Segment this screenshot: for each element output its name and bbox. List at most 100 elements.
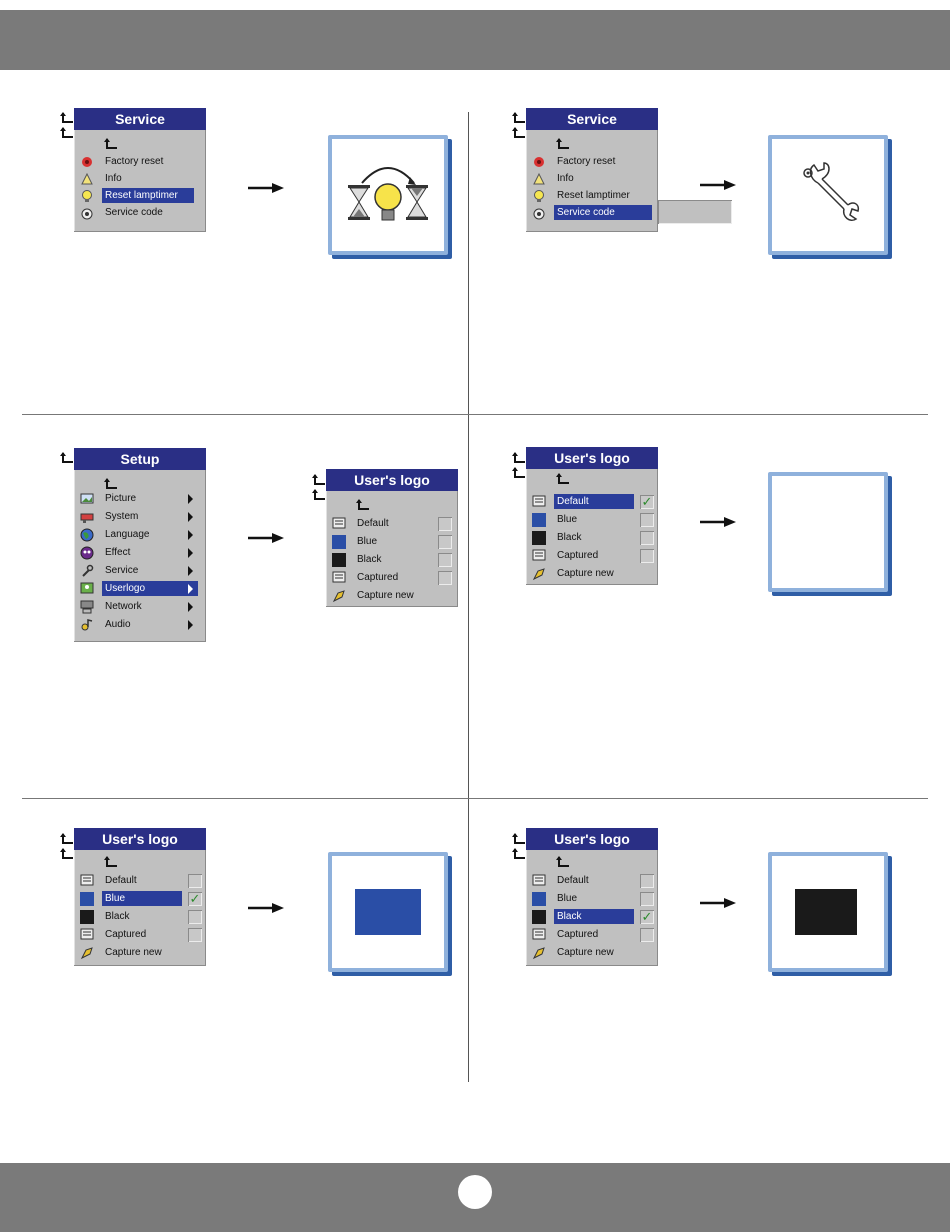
menu-item-default[interactable]: Default [326,516,458,533]
return-arrow-icon [512,112,525,123]
menu-item-blue[interactable]: Blue [526,891,658,908]
black-checkbox[interactable] [640,531,654,545]
menu-item-reset-lamptimer[interactable]: Reset lamptimer [74,188,206,205]
menu-item-blue[interactable]: Blue ✓ [74,891,206,908]
captured-checkbox[interactable] [640,928,654,942]
default-logo-icon [532,874,546,886]
info-icon [533,172,545,185]
blue-checkbox[interactable]: ✓ [188,891,202,906]
back-icon[interactable] [104,478,118,490]
default-checkbox[interactable] [188,874,202,888]
black-swatch-icon [332,553,346,567]
users-logo-menu-default: User's logo Default ✓ Blue Black Capture… [526,447,658,585]
service-code-input[interactable] [658,200,732,224]
menu-item-black[interactable]: Black [326,552,458,569]
blue-swatch-icon [532,513,546,527]
return-arrow-icon [512,848,525,859]
userlogo-icon [80,582,94,594]
menu-item-captured[interactable]: Captured [526,927,658,944]
menu-item-system[interactable]: System [74,509,206,526]
default-checkbox[interactable] [438,517,452,531]
screen-black-logo [768,852,888,972]
submenu-arrow-icon [188,494,193,504]
return-arrow-icon [312,474,325,485]
service-code-icon [81,208,93,220]
setup-menu: Setup Picture System Language Effect Ser… [74,448,206,642]
menu-item-blue[interactable]: Blue [526,512,658,529]
menu-item-info[interactable]: Info [74,171,206,188]
menu-title: User's logo [526,447,658,469]
menu-item-factory-reset[interactable]: Factory reset [526,154,658,171]
black-checkbox[interactable]: ✓ [640,909,654,924]
info-icon [81,172,93,185]
menu-item-language[interactable]: Language [74,527,206,544]
menu-title: Service [74,108,206,130]
menu-item-service-code[interactable]: Service code [526,205,658,222]
menu-item-captured[interactable]: Captured [326,570,458,587]
menu-item-captured[interactable]: Captured [526,548,658,565]
menu-item-captured[interactable]: Captured [74,927,206,944]
arrow-right-icon [248,183,284,193]
menu-item-factory-reset[interactable]: Factory reset [74,154,206,171]
submenu-arrow-icon [188,584,193,594]
return-arrow-icon [60,112,73,123]
back-icon[interactable] [556,856,570,868]
menu-item-capture-new[interactable]: Capture new [326,588,458,605]
back-icon[interactable] [104,138,118,150]
blue-swatch-icon [532,892,546,906]
blue-checkbox[interactable] [640,513,654,527]
black-swatch-icon [532,531,546,545]
menu-item-black[interactable]: Black [526,530,658,547]
picture-icon [80,493,94,504]
factory-reset-icon [82,157,92,167]
menu-item-default[interactable]: Default [74,873,206,890]
blue-logo-swatch [355,889,421,935]
blue-checkbox[interactable] [438,535,452,549]
menu-item-service-code[interactable]: Service code [74,205,206,222]
menu-item-info[interactable]: Info [526,171,658,188]
default-logo-icon [80,874,94,886]
menu-item-capture-new[interactable]: Capture new [526,566,658,583]
menu-item-picture[interactable]: Picture [74,491,206,508]
screen-default-logo [768,472,888,592]
menu-item-audio[interactable]: Audio [74,617,206,634]
captured-checkbox[interactable] [438,571,452,585]
black-checkbox[interactable] [438,553,452,567]
menu-item-reset-lamptimer[interactable]: Reset lamptimer [526,188,658,205]
menu-item-service[interactable]: Service [74,563,206,580]
default-checkbox[interactable]: ✓ [640,494,654,509]
globe-icon [80,528,94,542]
captured-checkbox[interactable] [188,928,202,942]
menu-item-capture-new[interactable]: Capture new [74,945,206,962]
audio-icon [81,619,93,631]
back-icon[interactable] [556,138,570,150]
blue-checkbox[interactable] [640,892,654,906]
menu-title: User's logo [74,828,206,850]
back-icon[interactable] [356,499,370,511]
header-bar [0,10,950,70]
default-checkbox[interactable] [640,874,654,888]
back-icon[interactable] [104,856,118,868]
wrench-icon [803,162,860,221]
black-swatch-icon [532,910,546,924]
default-logo-icon [532,495,546,507]
black-checkbox[interactable] [188,910,202,924]
back-icon[interactable] [556,473,570,485]
menu-item-effect[interactable]: Effect [74,545,206,562]
menu-item-default[interactable]: Default ✓ [526,494,658,511]
hourglass-bulb-icon [348,167,428,221]
menu-item-black[interactable]: Black [74,909,206,926]
menu-item-blue[interactable]: Blue [326,534,458,551]
return-arrow-icon [512,833,525,844]
menu-item-capture-new[interactable]: Capture new [526,945,658,962]
wrench-icon [82,564,94,577]
menu-item-userlogo[interactable]: Userlogo [74,581,206,598]
menu-item-black[interactable]: Black ✓ [526,909,658,926]
menu-item-default[interactable]: Default [526,873,658,890]
menu-item-network[interactable]: Network [74,599,206,616]
black-swatch-icon [80,910,94,924]
capture-new-icon [532,568,545,581]
captured-checkbox[interactable] [640,549,654,563]
menu-title: Service [526,108,658,130]
users-logo-submenu: User's logo Default Blue Black Captured … [326,469,458,607]
